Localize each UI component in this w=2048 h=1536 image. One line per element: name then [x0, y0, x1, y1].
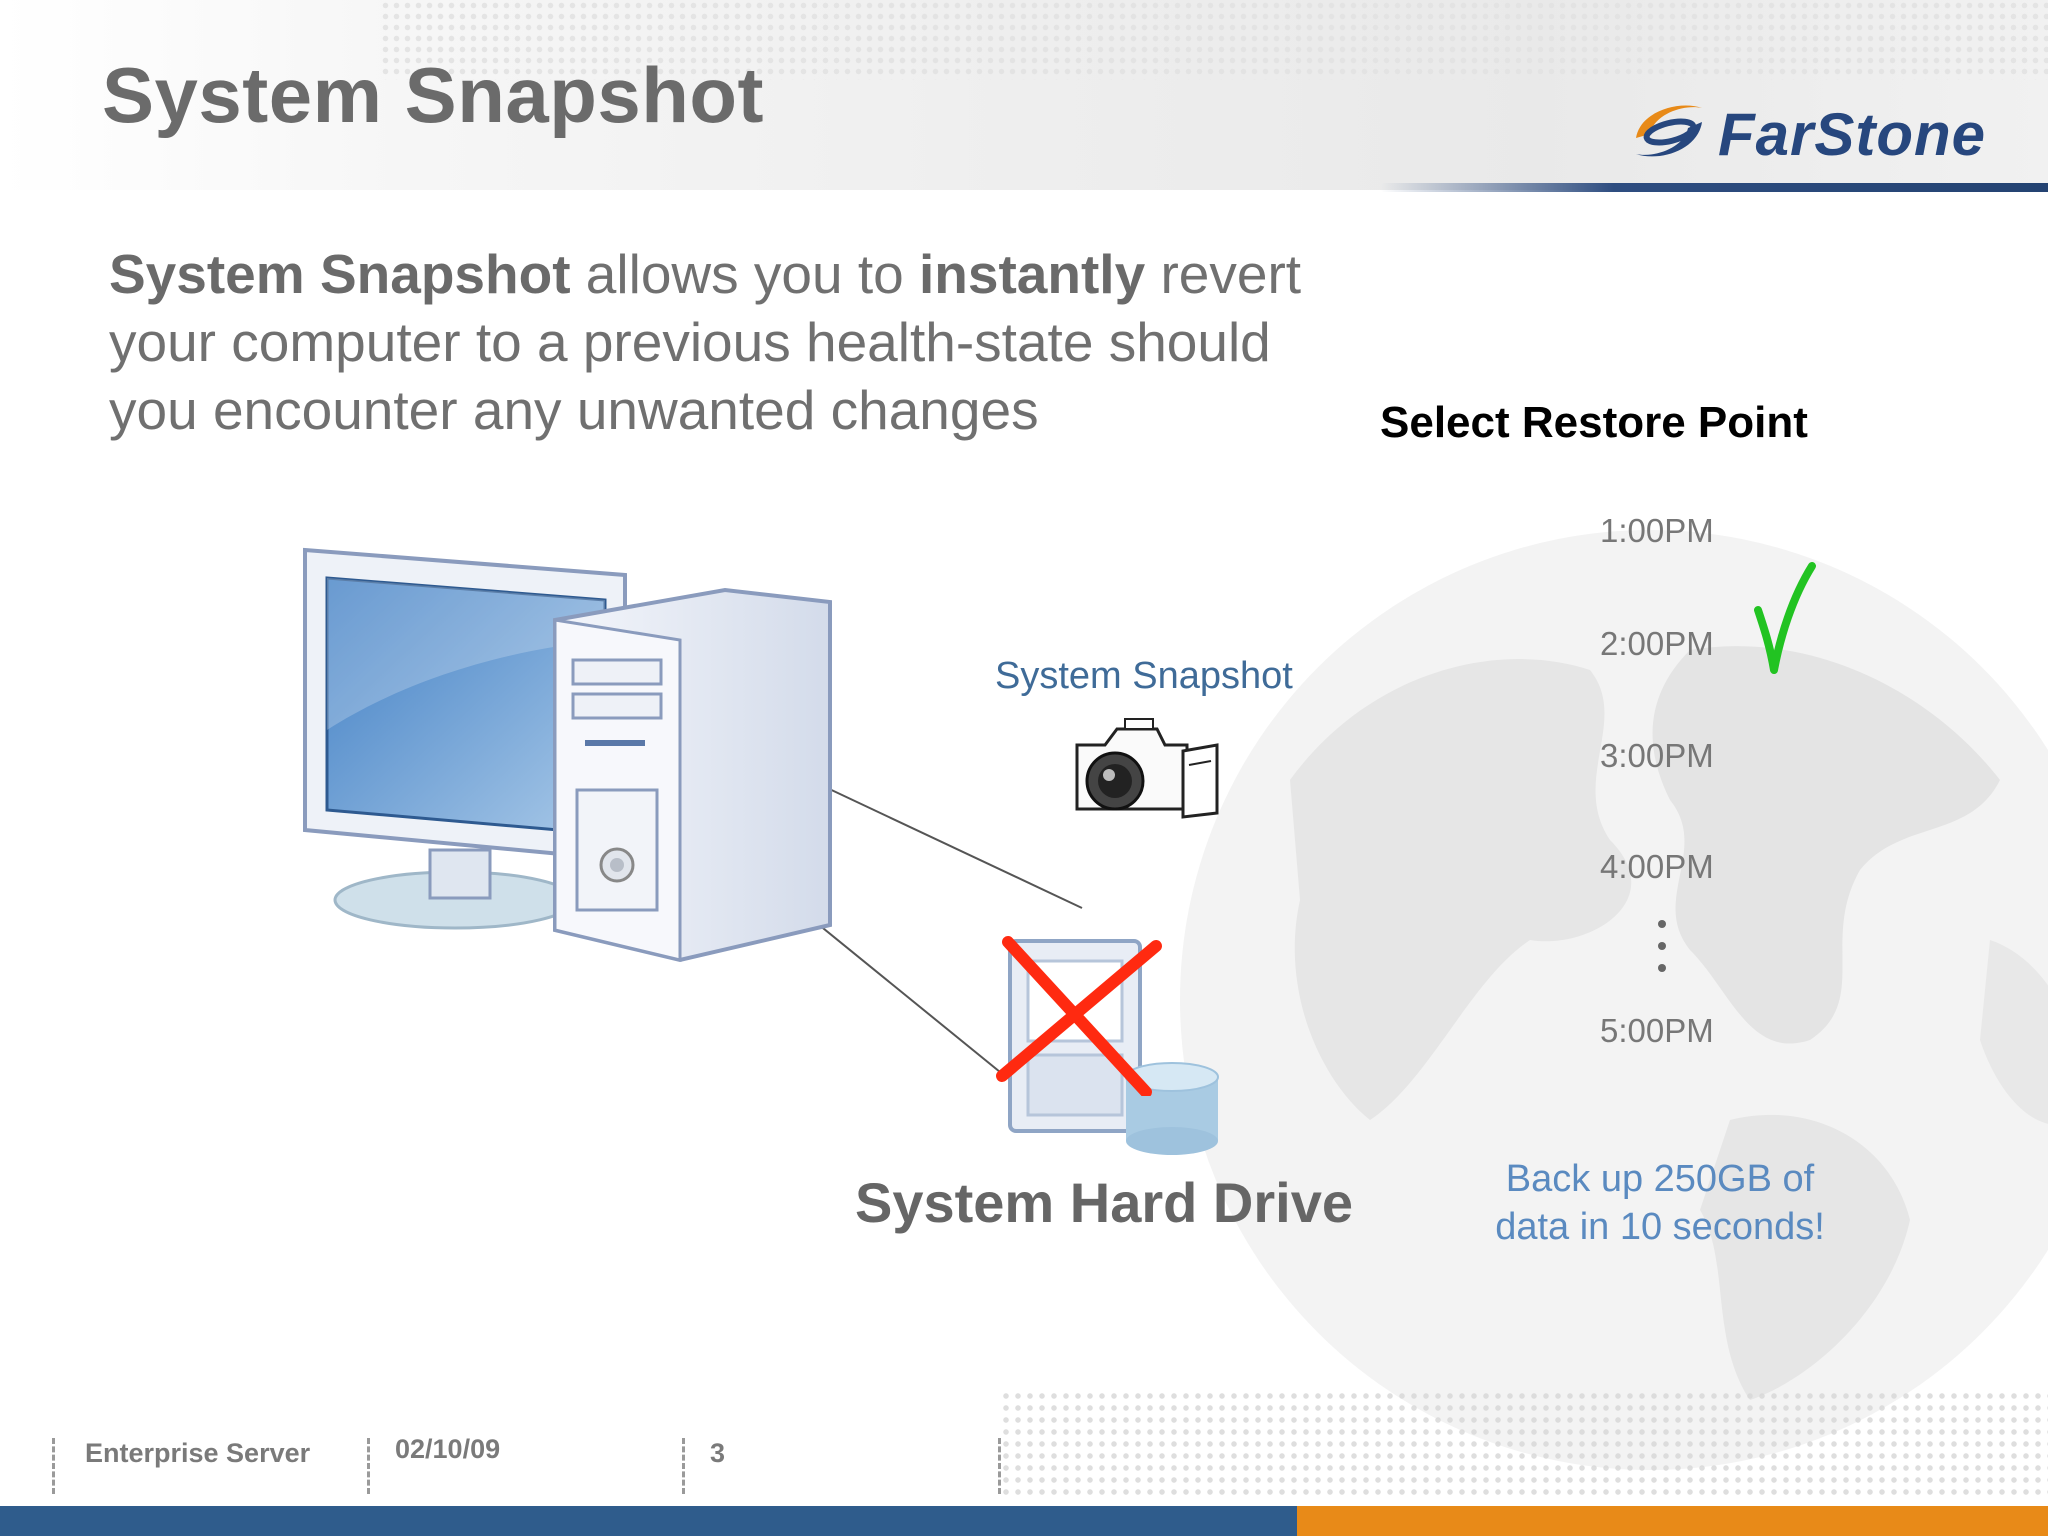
restore-time-4[interactable]: 4:00PM: [1600, 848, 1714, 885]
intro-bold-instantly: instantly: [919, 243, 1146, 305]
page-title: System Snapshot: [102, 51, 765, 139]
intro-text-1: allows you to: [570, 243, 920, 305]
backup-claim-line-1: Back up 250GB of: [1505, 1158, 1815, 1200]
farstone-logo-text: FarStone: [1718, 101, 1987, 168]
intro-text-2: revert your computer to a previous healt…: [109, 243, 1302, 441]
footer-product: Enterprise Server: [85, 1438, 311, 1468]
red-x-icon: [996, 936, 1162, 1096]
backup-claim-line-2: data in 10 seconds!: [1495, 1206, 1825, 1248]
intro-paragraph: System Snapshot allows you to instantly …: [109, 240, 1349, 444]
restore-time-1[interactable]: 1:00PM: [1600, 512, 1714, 549]
more-times-ellipsis: [1652, 920, 1672, 982]
footer-dot-pattern: [1000, 1390, 2048, 1500]
intro-bold-product: System Snapshot: [109, 243, 571, 305]
hard-drive-label: System Hard Drive: [855, 1171, 1354, 1234]
footer-separator: [367, 1438, 370, 1494]
globe-icon: [1180, 530, 2048, 1470]
restore-time-5[interactable]: 5:00PM: [1600, 1012, 1714, 1049]
footer-date: 02/10/09: [395, 1434, 501, 1464]
check-mark-icon: [1754, 562, 1816, 674]
footer-bar-orange: [1297, 1506, 2048, 1536]
snapshot-label: System Snapshot: [995, 655, 1293, 697]
header-rule: [1380, 183, 2048, 192]
restore-time-2[interactable]: 2:00PM: [1600, 625, 1714, 662]
footer-bar-blue: [0, 1506, 1297, 1536]
computer-icon: [303, 547, 832, 963]
restore-time-3[interactable]: 3:00PM: [1600, 737, 1714, 774]
footer-page-number: 3: [710, 1438, 726, 1468]
footer-separator: [998, 1438, 1001, 1494]
backup-claim: Back up 250GB of data in 10 seconds!: [1440, 1155, 1880, 1251]
farstone-logo-icon: [1636, 105, 1702, 157]
farstone-logo: FarStone: [1632, 96, 2002, 168]
footer-separator: [682, 1438, 685, 1494]
camera-icon: [1075, 718, 1219, 819]
footer-separator: [52, 1438, 55, 1494]
header-dot-pattern: [380, 0, 2048, 80]
restore-point-title: Select Restore Point: [1380, 398, 1808, 447]
